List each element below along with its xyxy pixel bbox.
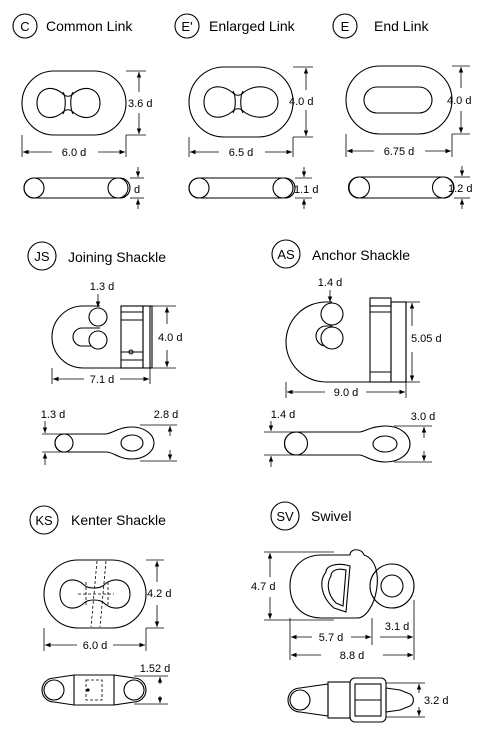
joining-side-eye-label: 2.8 d xyxy=(154,409,178,421)
end-title: End Link xyxy=(374,18,429,34)
common-height-label: 3.6 d xyxy=(128,98,152,110)
joining-side-pin-label: 1.3 d xyxy=(41,409,65,421)
common-link-front-view xyxy=(21,70,127,136)
badge-icon xyxy=(12,13,38,39)
joining-shackle-section: JS Joining Shackle 1.3 d 4.0 d 7.1 d 1.3… xyxy=(27,241,182,465)
anchor-shackle-side-view xyxy=(283,425,411,463)
common-length-label: 6.0 d xyxy=(62,147,86,159)
badge-icon xyxy=(27,241,57,271)
swivel-body-label: 5.7 d xyxy=(319,632,343,644)
anchor-shackle-front-view xyxy=(285,297,407,383)
anchor-shackle-section: AS Anchor Shackle 1.4 d 5.05 d 9.0 d 1.4… xyxy=(264,239,442,467)
kenter-badge: KS xyxy=(35,513,53,528)
swivel-section: SV Swivel 4.7 d 5.7 d 3.1 d 8.8 d xyxy=(251,501,448,723)
joining-shackle-front-view xyxy=(51,305,153,369)
badge-icon xyxy=(332,13,358,39)
swivel-side-view xyxy=(287,677,414,723)
end-height-label: 4.0 d xyxy=(447,95,471,107)
joining-badge: JS xyxy=(34,249,50,264)
common-link-side-view xyxy=(23,177,131,199)
kenter-shackle-section: KS Kenter Shackle 4.2 d 6.0 d 1.52 d xyxy=(29,505,171,706)
enlarged-length-label: 6.5 d xyxy=(229,147,253,159)
enlarged-link-section: E' Enlarged Link 4.0 d 6.5 d 1.1 d xyxy=(174,13,318,209)
swivel-front-view xyxy=(289,549,415,619)
common-link-section: C Common Link 3.6 d 6.0 d d xyxy=(12,13,152,209)
swivel-side-label: 3.2 d xyxy=(424,695,448,707)
enlarged-title: Enlarged Link xyxy=(209,18,296,34)
badge-icon xyxy=(271,239,301,269)
anchor-side-eye-label: 3.0 d xyxy=(411,411,435,423)
enlarged-link-front-view xyxy=(188,66,294,138)
swivel-title: Swivel xyxy=(311,508,351,524)
enlarged-badge: E' xyxy=(181,19,192,34)
common-title: Common Link xyxy=(46,18,133,34)
swivel-height-label: 4.7 d xyxy=(251,581,275,593)
common-side-label: d xyxy=(134,184,140,196)
end-side-label: 1.2 d xyxy=(448,183,472,195)
kenter-shackle-side-view xyxy=(41,674,147,706)
kenter-height-label: 4.2 d xyxy=(147,588,171,600)
end-link-front-view xyxy=(345,65,453,135)
swivel-total-label: 8.8 d xyxy=(340,650,364,662)
enlarged-link-side-view xyxy=(188,177,296,199)
end-badge: E xyxy=(341,19,350,34)
anchor-badge: AS xyxy=(277,247,295,262)
anchor-height-label: 5.05 d xyxy=(411,333,442,345)
joining-shackle-side-view xyxy=(54,426,155,460)
end-link-section: E End Link 4.0 d 6.75 d 1.2 d xyxy=(332,13,472,209)
kenter-shackle-front-view xyxy=(43,559,147,629)
enlarged-height-label: 4.0 d xyxy=(289,96,313,108)
joining-title: Joining Shackle xyxy=(68,249,166,265)
anchor-length-label: 9.0 d xyxy=(334,387,358,399)
badge-icon xyxy=(174,13,200,39)
end-length-label: 6.75 d xyxy=(384,146,415,158)
common-badge: C xyxy=(20,19,29,34)
kenter-title: Kenter Shackle xyxy=(71,512,166,528)
joining-height-label: 4.0 d xyxy=(158,332,182,344)
kenter-side-label: 1.52 d xyxy=(140,663,171,675)
end-link-side-view xyxy=(347,176,455,199)
swivel-badge: SV xyxy=(276,509,294,524)
joining-pin-label: 1.3 d xyxy=(90,281,114,293)
badge-icon xyxy=(29,505,59,535)
joining-length-label: 7.1 d xyxy=(90,374,114,386)
badge-icon xyxy=(270,501,300,531)
anchor-title: Anchor Shackle xyxy=(312,247,410,263)
kenter-length-label: 6.0 d xyxy=(83,640,107,652)
swivel-ring-label: 3.1 d xyxy=(385,621,409,633)
enlarged-side-label: 1.1 d xyxy=(294,184,318,196)
anchor-pin-label: 1.4 d xyxy=(318,277,342,289)
anchor-side-pin-label: 1.4 d xyxy=(271,409,295,421)
